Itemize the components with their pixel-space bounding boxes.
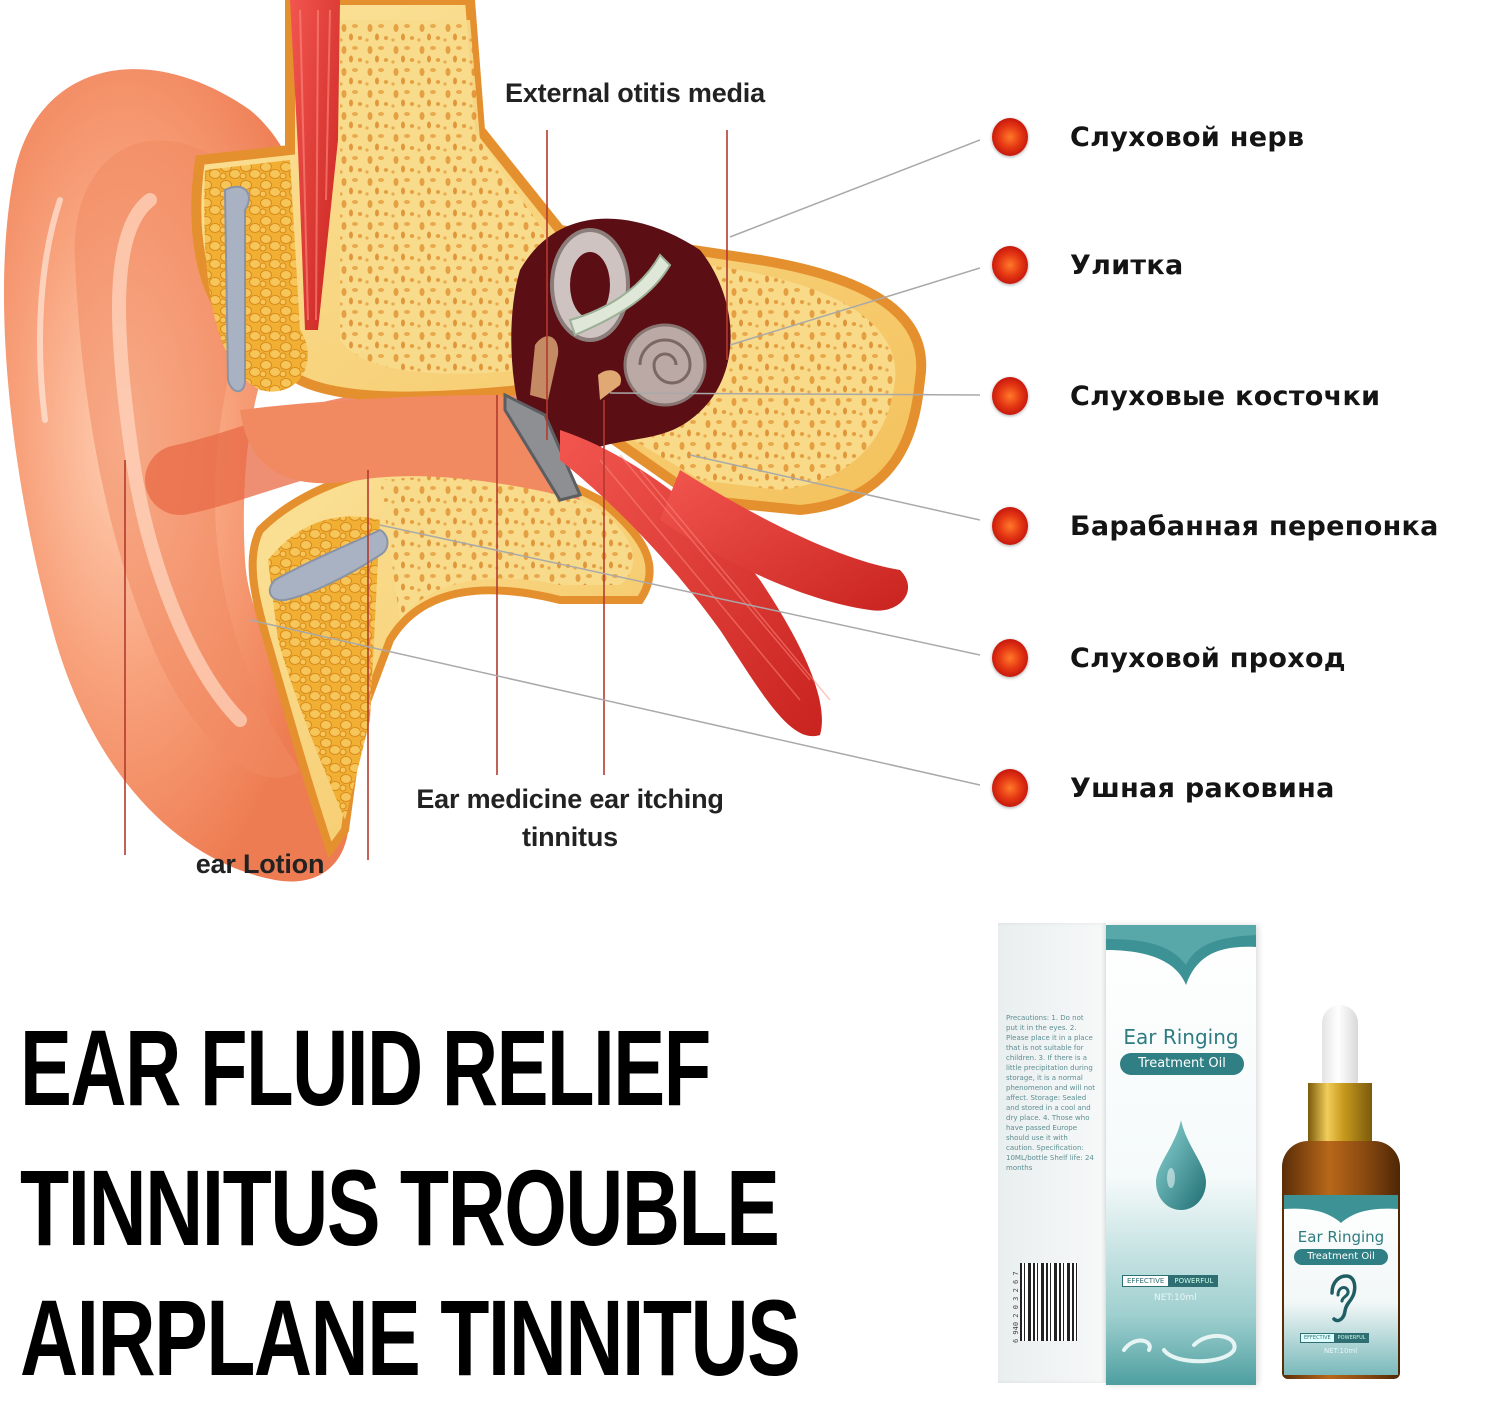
water-drop-icon — [1156, 1120, 1206, 1210]
badge-effective: EFFECTIVE — [1122, 1275, 1170, 1287]
headline-line-3: AIRPLANE TINNITUS — [20, 1277, 801, 1398]
dropper-bottle: Ear Ringing Treatment Oil EFFECTIVE POWE… — [1278, 1005, 1403, 1385]
bottle-badge-powerful: POWERFUL — [1334, 1333, 1369, 1343]
legend-label: Слуховой проход — [1070, 642, 1346, 674]
red-dot-icon — [992, 377, 1028, 415]
legend-item: Барабанная перепонка — [992, 506, 1439, 546]
red-dot-icon — [992, 246, 1028, 284]
badge-powerful: POWERFUL — [1169, 1275, 1219, 1287]
barcode-icon — [1020, 1263, 1078, 1341]
legend-label: Ушная раковина — [1070, 772, 1335, 804]
legend-item: Слуховой проход — [992, 638, 1346, 678]
box-front: Ear Ringing Treatment Oil EFFECTIVE POWE… — [1106, 925, 1256, 1385]
dropper-bulb — [1322, 1005, 1358, 1085]
legend-item: Слуховые косточки — [992, 376, 1380, 416]
legend-label: Слуховые косточки — [1070, 380, 1381, 412]
legend-item: Ушная раковина — [992, 768, 1335, 808]
pointer-lines — [124, 130, 728, 860]
legend-item: Слуховой нерв — [992, 117, 1304, 157]
box-title: Ear Ringing — [1123, 1025, 1239, 1049]
box-net: NET:10ml — [1154, 1293, 1197, 1303]
legend-label: Слуховой нерв — [1070, 121, 1305, 153]
ear-icon — [1330, 1274, 1357, 1323]
box-side-panel: Precautions: 1. Do not put it in the eye… — [998, 923, 1106, 1383]
product-image: Precautions: 1. Do not put it in the eye… — [990, 915, 1460, 1395]
label-ear-lotion: ear Lotion — [195, 849, 325, 879]
red-dot-icon — [992, 769, 1028, 807]
bottle-subtitle-pill: Treatment Oil — [1294, 1249, 1388, 1265]
bottle-badges: EFFECTIVE POWERFUL — [1300, 1333, 1369, 1343]
bottle-badge-effective: EFFECTIVE — [1300, 1333, 1335, 1343]
ear-anatomy-illustration — [3, 0, 980, 882]
ripple-graphic — [1122, 1333, 1237, 1364]
barcode-number: 6 940 2 0 3 2 6 7 — [1012, 1271, 1020, 1343]
leader-lines — [249, 139, 980, 786]
legend-label: Улитка — [1070, 249, 1184, 281]
bottle-label: Ear Ringing Treatment Oil EFFECTIVE POWE… — [1284, 1195, 1398, 1375]
red-dot-icon — [992, 639, 1028, 677]
label-ear-medicine-line1: Ear medicine ear itching — [416, 784, 724, 814]
box-wave-header — [1106, 925, 1256, 985]
red-dot-icon — [992, 507, 1028, 545]
box-subtitle-pill: Treatment Oil — [1120, 1053, 1244, 1075]
legend-label: Барабанная перепонка — [1070, 510, 1439, 542]
red-dot-icon — [992, 118, 1028, 156]
box-side-text: Precautions: 1. Do not put it in the eye… — [1006, 1014, 1096, 1172]
bottle-title: Ear Ringing — [1297, 1228, 1385, 1246]
gold-cap — [1308, 1083, 1372, 1143]
legend-item: Улитка — [992, 245, 1184, 285]
bottle-net: NET:10ml — [1324, 1347, 1358, 1355]
label-external-otitis-media: External otitis media — [505, 78, 765, 108]
box-badges: EFFECTIVE POWERFUL — [1122, 1275, 1219, 1287]
bottle-wave-header — [1284, 1195, 1398, 1223]
label-ear-medicine: Ear medicine ear itching tinnitus — [370, 780, 770, 856]
headline-line-1: EAR FLUID RELIEF — [20, 1007, 711, 1128]
label-ear-medicine-line2: tinnitus — [522, 822, 618, 852]
headline-line-2: TINNITUS TROUBLE — [20, 1147, 780, 1268]
